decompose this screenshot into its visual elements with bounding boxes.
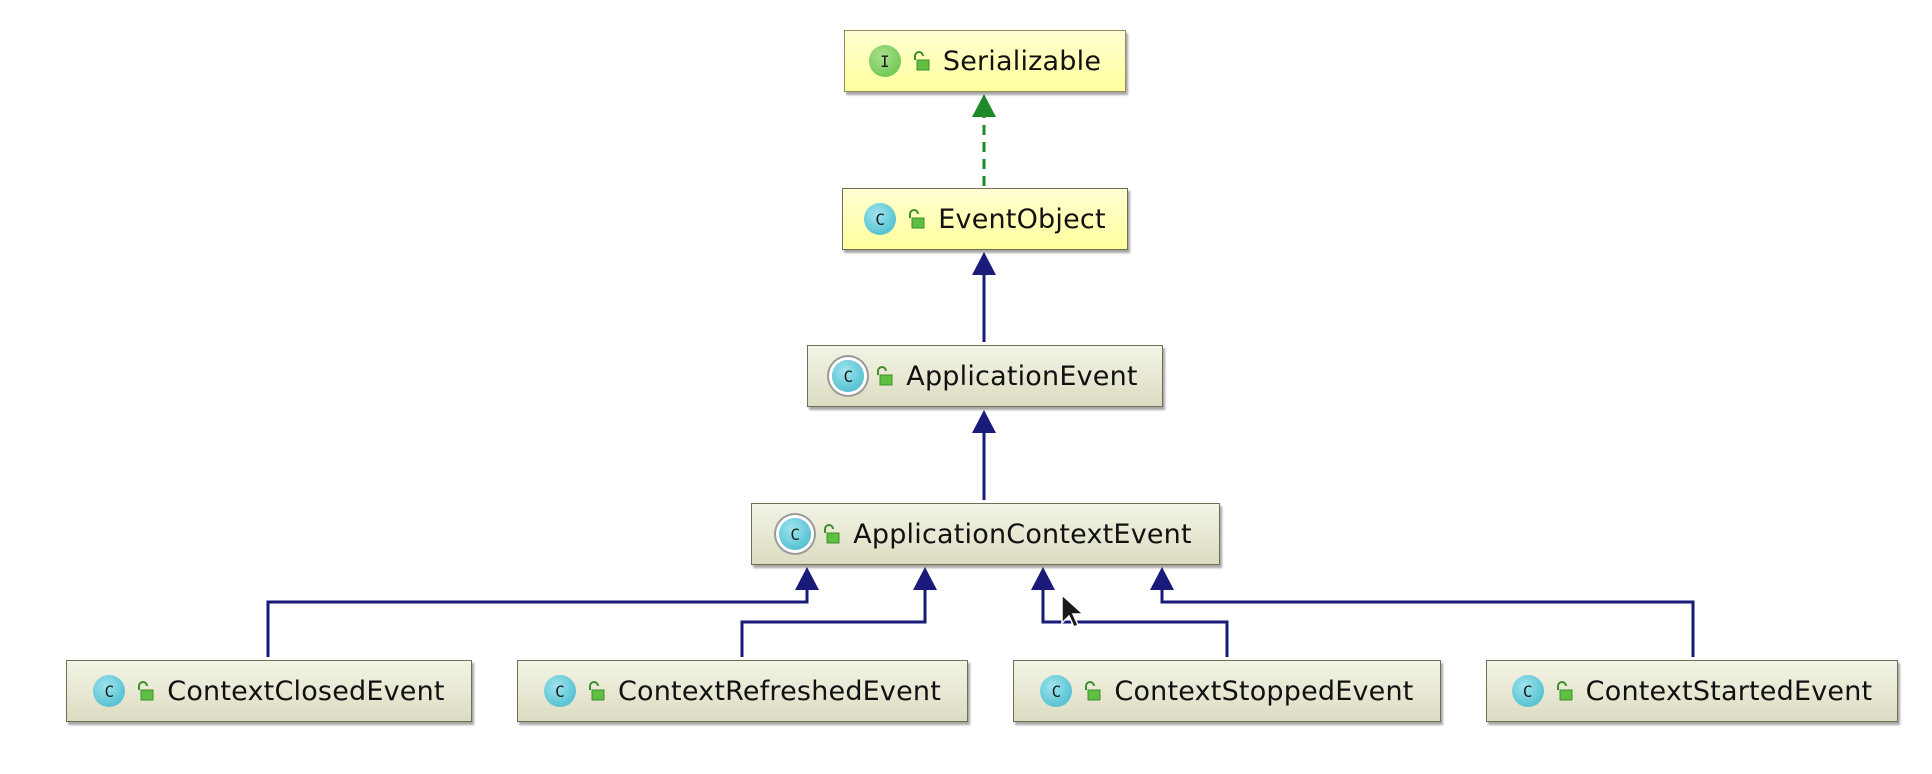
node-event-object[interactable]: C EventObject xyxy=(842,188,1128,250)
node-label: ContextStoppedEvent xyxy=(1114,675,1414,707)
edge-applicationevent-extends-eventobject xyxy=(972,252,996,342)
node-context-refreshed-event[interactable]: C ContextRefreshedEvent xyxy=(517,660,968,722)
node-label: ApplicationContextEvent xyxy=(853,518,1192,550)
class-badge-icon: C xyxy=(1511,675,1544,707)
edge-eventobject-implements-serializable xyxy=(972,94,996,186)
node-label: Serializable xyxy=(942,45,1102,77)
class-badge-icon: C xyxy=(543,675,576,707)
extends-arrowhead xyxy=(913,567,937,590)
node-label: ContextRefreshedEvent xyxy=(617,675,942,707)
node-context-stopped-event[interactable]: C ContextStoppedEvent xyxy=(1013,660,1441,722)
edge-contextrefreshedevent-extends-applicationcontextevent xyxy=(740,567,937,657)
unlocked-padlock-icon xyxy=(909,209,925,229)
implements-arrowhead xyxy=(972,94,996,117)
unlocked-padlock-icon xyxy=(913,51,930,71)
unlocked-padlock-icon xyxy=(138,681,154,701)
class-badge-icon: C xyxy=(1040,675,1073,707)
edge-contextstartedevent-extends-applicationcontextevent xyxy=(1150,567,1695,657)
extends-arrowhead xyxy=(1150,567,1174,590)
node-context-closed-event[interactable]: C ContextClosedEvent xyxy=(66,660,472,722)
extends-arrowhead xyxy=(972,410,996,433)
node-application-event[interactable]: C ApplicationEvent xyxy=(807,345,1163,407)
unlocked-padlock-icon xyxy=(877,366,893,386)
node-context-started-event[interactable]: C ContextStartedEvent xyxy=(1486,660,1898,722)
extends-arrowhead xyxy=(972,252,996,275)
extends-arrowhead xyxy=(1031,567,1055,590)
node-label: ContextClosedEvent xyxy=(167,675,445,707)
edge-contextclosedevent-extends-applicationcontextevent xyxy=(266,567,819,657)
node-application-context-event[interactable]: C ApplicationContextEvent xyxy=(751,503,1220,565)
abstract-class-badge-icon: C xyxy=(832,360,865,392)
unlocked-padlock-icon xyxy=(824,524,840,544)
node-serializable[interactable]: I Serializable xyxy=(844,30,1126,92)
extends-arrowhead xyxy=(795,567,819,590)
edge-applicationcontextevent-extends-applicationevent xyxy=(972,410,996,500)
unlocked-padlock-icon xyxy=(1085,681,1101,701)
node-label: ContextStartedEvent xyxy=(1585,675,1873,707)
interface-badge-icon: I xyxy=(868,45,901,77)
class-badge-icon: C xyxy=(93,675,126,707)
node-label: EventObject xyxy=(938,203,1106,235)
abstract-class-badge-icon: C xyxy=(779,518,812,550)
mouse-pointer-icon xyxy=(1061,593,1085,629)
unlocked-padlock-icon xyxy=(1556,681,1573,701)
unlocked-padlock-icon xyxy=(588,681,605,701)
edge-contextstoppedevent-extends-applicationcontextevent xyxy=(1031,567,1229,657)
class-badge-icon: C xyxy=(864,203,897,235)
node-label: ApplicationEvent xyxy=(906,360,1138,392)
